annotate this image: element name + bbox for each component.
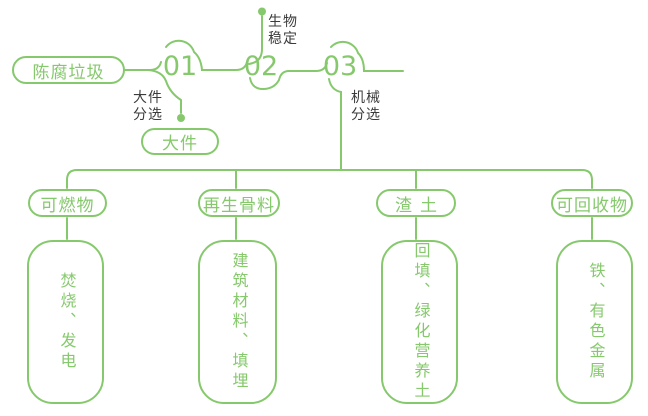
bulky-endpoint-dot [177, 114, 185, 122]
category-label: 可燃物 [40, 195, 95, 215]
step-label-mechanical-sorting: 机械 分选 [351, 89, 381, 122]
result-label: 焚烧、发电 [57, 272, 75, 372]
category-node-slag-soil: 渣土 [376, 189, 456, 217]
line-step2-to-step3 [249, 62, 328, 91]
step-label-bio-stabilization: 生物 稳定 [268, 13, 298, 46]
bio-endpoint-dot [258, 7, 266, 16]
line-bio-down [248, 15, 263, 65]
category-node-combustibles: 可燃物 [28, 189, 107, 217]
line-step3-stub [330, 40, 404, 72]
step-number-03: 03 [322, 51, 358, 82]
result-label: 回填、绿化营养土 [411, 242, 429, 402]
bulky-item-node: 大件 [141, 128, 219, 155]
result-label: 铁、有色金属 [586, 262, 604, 382]
bulky-item-label: 大件 [162, 134, 198, 153]
result-label: 建筑材料、填埋 [229, 252, 247, 392]
source-node-label: 陈腐垃圾 [32, 62, 105, 82]
result-node-incineration: 焚烧、发电 [27, 240, 104, 404]
step-number-02: 02 [243, 51, 279, 82]
line-branch-bus [66, 169, 593, 189]
line-source-to-step1 [124, 61, 162, 71]
line-step1-to-step2 [165, 39, 248, 71]
result-node-backfill: 回填、绿化营养土 [381, 240, 458, 404]
category-label: 可回收物 [556, 195, 628, 215]
result-node-construction-material: 建筑材料、填埋 [198, 240, 277, 404]
category-node-recyclables: 可回收物 [551, 189, 633, 217]
line-step3-descent [328, 78, 342, 170]
result-node-metals: 铁、有色金属 [556, 240, 633, 404]
step-number-01: 01 [162, 51, 198, 82]
category-label: 渣土 [395, 195, 445, 215]
category-label: 再生骨料 [203, 195, 275, 215]
source-node: 陈腐垃圾 [12, 56, 125, 84]
step-label-bulky-sorting: 大件 分选 [133, 89, 163, 122]
line-step1-down-branch [147, 69, 182, 114]
category-node-recycled-aggregate: 再生骨料 [198, 189, 280, 217]
